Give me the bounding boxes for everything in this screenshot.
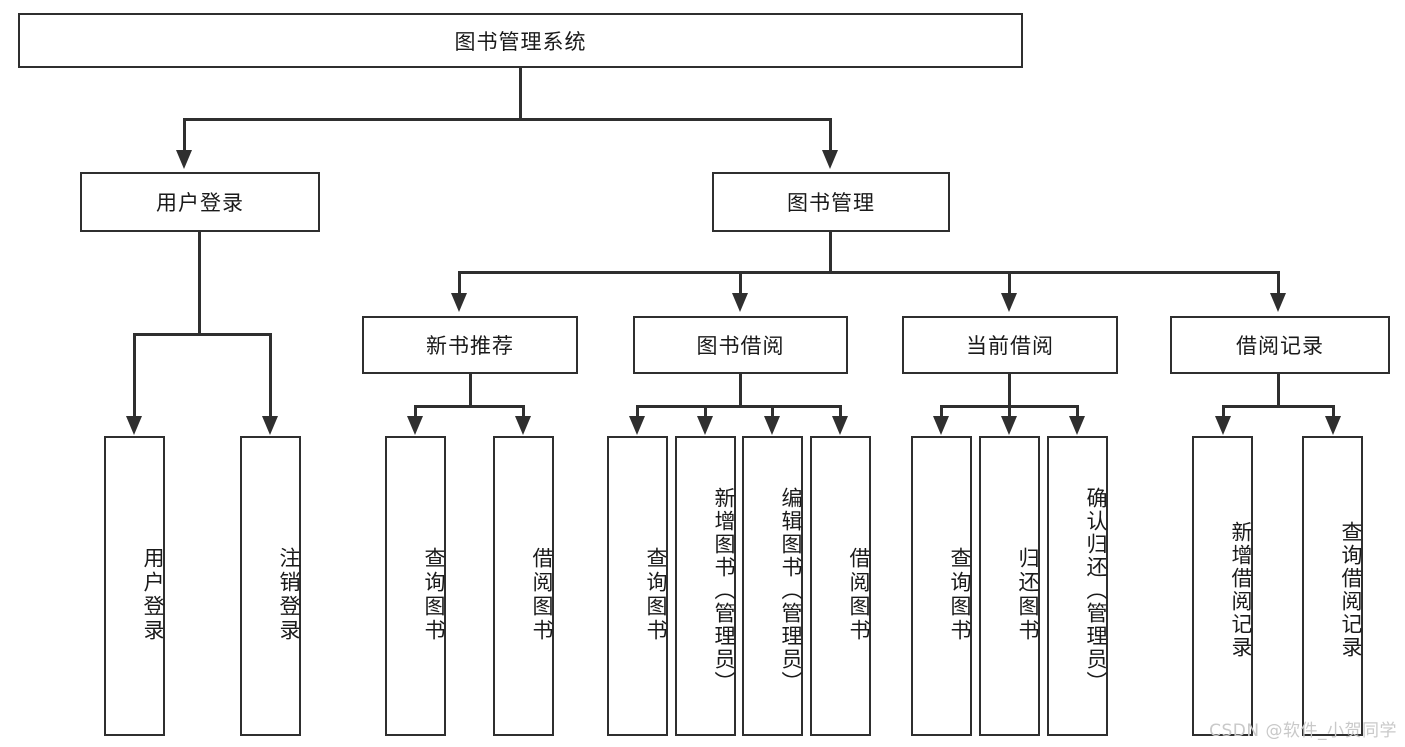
leaf-bb-query-book[interactable]: 查询图书 [607, 436, 668, 736]
arrowhead-current-borrow [1001, 293, 1017, 312]
arrowhead-nbr-leaf-2 [515, 416, 531, 435]
edge-root-bar [183, 118, 832, 121]
edge-level2-drop-2 [739, 271, 742, 295]
edge-bb-drop-1 [636, 405, 639, 419]
leaf-cb-query-book[interactable]: 查询图书 [911, 436, 972, 736]
arrowhead-nbr-leaf-1 [407, 416, 423, 435]
edge-bb-drop-4 [839, 405, 842, 419]
leaf-br-add-record-label: 新增借阅记录 [1229, 521, 1253, 659]
node-book-management-label: 图书管理 [787, 191, 875, 215]
leaf-br-query-record[interactable]: 查询借阅记录 [1302, 436, 1363, 736]
leaf-logout-label: 注销登录 [277, 547, 301, 643]
leaf-bb-borrow-book-label: 借阅图书 [847, 547, 871, 643]
arrowhead-bb-leaf-4 [832, 416, 848, 435]
arrowhead-bb-leaf-1 [629, 416, 645, 435]
edge-borrow-record-stem [1277, 374, 1280, 408]
edge-root-to-book-mgmt [829, 118, 832, 152]
leaf-user-login-label: 用户登录 [141, 547, 165, 643]
arrowhead-new-book-recommend [451, 293, 467, 312]
edge-new-book-drop-2 [522, 405, 525, 419]
node-borrow-record[interactable]: 借阅记录 [1170, 316, 1390, 374]
leaf-cb-confirm-return-admin[interactable]: 确认归还（管理员） [1047, 436, 1108, 736]
edge-user-login-bar [133, 333, 272, 336]
arrowhead-book-borrow [732, 293, 748, 312]
arrowhead-cb-leaf-3 [1069, 416, 1085, 435]
arrowhead-bb-leaf-2 [697, 416, 713, 435]
node-borrow-record-label: 借阅记录 [1236, 334, 1324, 358]
leaf-cb-return-book[interactable]: 归还图书 [979, 436, 1040, 736]
arrowhead-cb-leaf-1 [933, 416, 949, 435]
arrowhead-book-mgmt [822, 150, 838, 169]
leaf-nbr-borrow-book-label: 借阅图书 [530, 547, 554, 643]
edge-br-drop-1 [1222, 405, 1225, 419]
leaf-bb-edit-book-admin[interactable]: 编辑图书（管理员） [742, 436, 803, 736]
edge-current-borrow-stem [1008, 374, 1011, 408]
node-book-borrow-label: 图书借阅 [696, 334, 785, 358]
node-book-management[interactable]: 图书管理 [712, 172, 950, 232]
edge-cb-drop-3 [1076, 405, 1079, 419]
edge-br-drop-2 [1332, 405, 1335, 419]
leaf-cb-confirm-return-admin-label: 确认归还（管理员） [1084, 486, 1108, 694]
leaf-nbr-borrow-book[interactable]: 借阅图书 [493, 436, 554, 736]
edge-cb-drop-1 [940, 405, 943, 419]
edge-bb-drop-2 [704, 405, 707, 419]
node-current-borrow-label: 当前借阅 [966, 334, 1054, 358]
edge-book-borrow-bar [636, 405, 842, 408]
edge-borrow-record-bar [1222, 405, 1335, 408]
arrowhead-leaf-logout [262, 416, 278, 435]
edge-new-book-drop-1 [414, 405, 417, 419]
leaf-cb-return-book-label: 归还图书 [1016, 547, 1040, 643]
leaf-br-add-record[interactable]: 新增借阅记录 [1192, 436, 1253, 736]
node-root-label: 图书管理系统 [454, 29, 587, 54]
node-root[interactable]: 图书管理系统 [18, 13, 1023, 68]
arrowhead-br-leaf-2 [1325, 416, 1341, 435]
edge-bb-drop-3 [771, 405, 774, 419]
node-new-book-recommend-label: 新书推荐 [426, 334, 514, 358]
leaf-br-query-record-label: 查询借阅记录 [1339, 521, 1363, 659]
leaf-bb-edit-book-admin-label: 编辑图书（管理员） [779, 486, 803, 694]
arrowhead-br-leaf-1 [1215, 416, 1231, 435]
leaf-bb-add-book-admin[interactable]: 新增图书（管理员） [675, 436, 736, 736]
edge-root-to-user-login [183, 118, 186, 152]
arrowhead-bb-leaf-3 [764, 416, 780, 435]
edge-book-borrow-stem [739, 374, 742, 408]
leaf-nbr-query-book[interactable]: 查询图书 [385, 436, 446, 736]
leaf-user-login[interactable]: 用户登录 [104, 436, 165, 736]
leaf-nbr-query-book-label: 查询图书 [422, 547, 446, 643]
arrowhead-user-login [176, 150, 192, 169]
node-user-login-label: 用户登录 [156, 191, 244, 215]
leaf-logout[interactable]: 注销登录 [240, 436, 301, 736]
edge-level2-drop-4 [1277, 271, 1280, 295]
node-book-borrow[interactable]: 图书借阅 [633, 316, 848, 374]
edge-user-login-drop-1 [133, 333, 136, 418]
edge-book-mgmt-stem [829, 232, 832, 273]
node-current-borrow[interactable]: 当前借阅 [902, 316, 1118, 374]
node-user-login[interactable]: 用户登录 [80, 172, 320, 232]
leaf-cb-query-book-label: 查询图书 [948, 547, 972, 643]
edge-new-book-stem [469, 374, 472, 408]
edge-user-login-drop-2 [269, 333, 272, 418]
arrowhead-cb-leaf-2 [1001, 416, 1017, 435]
edge-level2-drop-3 [1008, 271, 1011, 295]
node-new-book-recommend[interactable]: 新书推荐 [362, 316, 578, 374]
edge-level2-bar [458, 271, 1280, 274]
leaf-bb-borrow-book[interactable]: 借阅图书 [810, 436, 871, 736]
edge-cb-drop-2 [1008, 405, 1011, 419]
edge-level2-drop-1 [458, 271, 461, 295]
arrowhead-leaf-user-login [126, 416, 142, 435]
edge-new-book-bar [414, 405, 525, 408]
arrowhead-borrow-record [1270, 293, 1286, 312]
edge-user-login-stem [198, 232, 201, 335]
edge-root-stem [519, 68, 522, 120]
leaf-bb-query-book-label: 查询图书 [644, 547, 668, 643]
leaf-bb-add-book-admin-label: 新增图书（管理员） [712, 486, 736, 694]
